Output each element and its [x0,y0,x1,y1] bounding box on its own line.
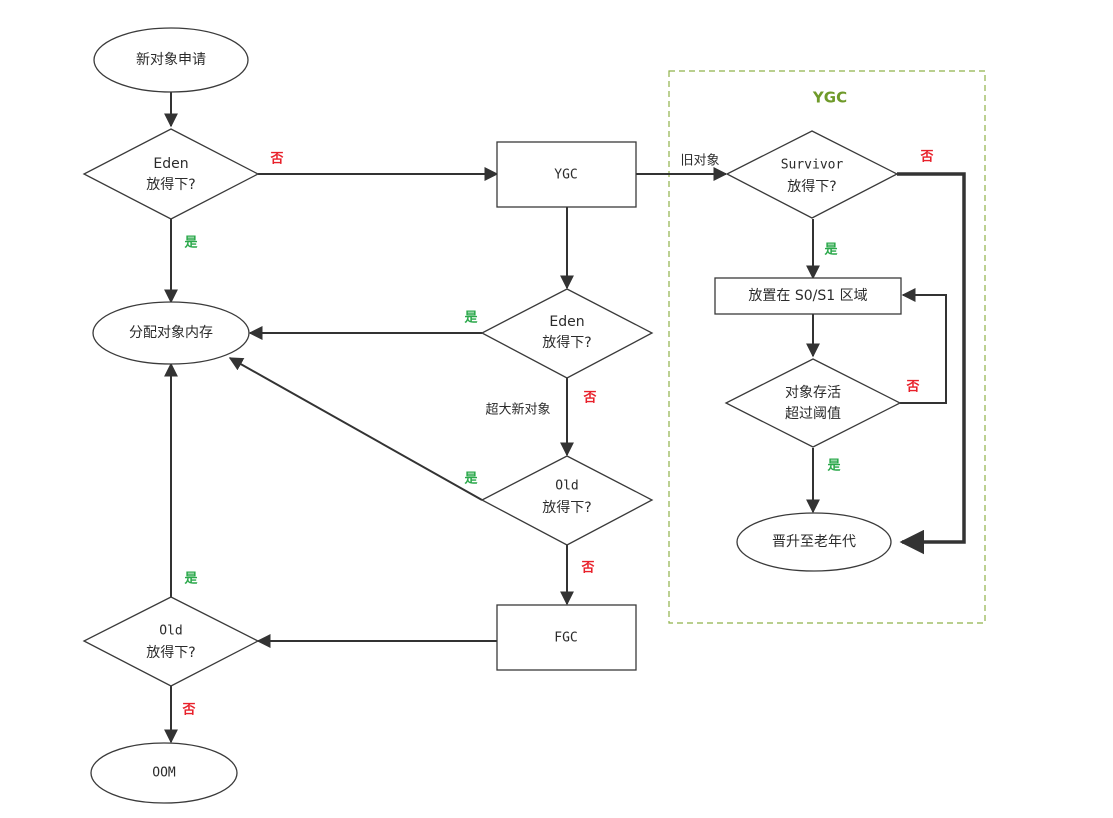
label-old2-no: 否 [181,703,195,718]
label-threshold-no: 否 [905,380,919,395]
node-old-fits-1: Old 放得下? [480,455,654,546]
label-threshold-yes: 是 [826,459,841,474]
label-old1-yes: 是 [463,472,478,487]
edge-survivor-no-to-promote [897,172,966,555]
node-place-s0-s1: 放置在 S0/S1 区域 [714,277,902,315]
node-label: 超过阈值 [785,406,841,422]
node-label: Old [159,624,182,639]
edge-threshold-no-to-s0s1 [900,288,947,404]
node-fgc: FGC [496,604,637,671]
terminal-shape [90,742,238,804]
node-label: 对象存活 [785,385,841,401]
node-label: 放得下? [542,499,591,516]
label-eden1-yes: 是 [183,236,198,251]
edge-old1-yes-to-alloc [228,357,483,501]
node-label: 放得下? [146,176,195,193]
ygc-group-title: YGC [812,89,847,107]
node-label: FGC [554,631,577,646]
node-label: Old [555,479,578,494]
node-survive-threshold: 对象存活 超过阈值 [724,358,902,448]
node-label: 放得下? [787,178,836,195]
decision-shape [480,455,654,546]
node-label: YGC [554,168,577,183]
decision-shape [724,358,902,448]
node-oom: OOM [90,742,238,804]
label-survivor-yes: 是 [823,243,838,258]
label-survivor-no: 否 [919,150,933,165]
label-old-object: 旧对象 [680,154,719,169]
node-label: Eden [549,314,584,330]
node-label: 晋升至老年代 [772,534,856,550]
terminal-shape [736,512,892,572]
node-promote-old-gen: 晋升至老年代 [736,512,892,572]
decision-shape [725,130,899,219]
node-allocate-memory: 分配对象内存 [92,301,250,365]
node-label: 放得下? [146,644,195,661]
node-new-object-request: 新对象申请 [93,27,249,93]
process-shape [714,277,902,315]
node-ygc: YGC [496,141,637,208]
label-eden2-yes: 是 [463,311,478,326]
node-eden-fits-1: Eden 放得下? [82,128,260,220]
terminal-shape [93,27,249,93]
terminal-shape [92,301,250,365]
process-shape [496,604,637,671]
decision-shape [82,128,260,220]
node-label: Survivor [781,158,844,173]
decision-shape [82,596,260,687]
label-huge-object: 超大新对象 [485,402,550,418]
node-label: 放置在 S0/S1 区域 [748,288,867,304]
node-label: 放得下? [542,334,591,351]
label-old2-yes: 是 [183,572,198,587]
decision-shape [480,288,654,379]
node-old-fits-2: Old 放得下? [82,596,260,687]
node-label: 分配对象内存 [129,325,213,341]
process-shape [496,141,637,208]
node-label: OOM [152,766,176,781]
label-eden2-no: 否 [582,391,596,406]
node-eden-fits-2: Eden 放得下? [480,288,654,379]
node-survivor-fits: Survivor 放得下? [725,130,899,219]
ygc-group-box [668,70,986,624]
label-old1-no: 否 [580,561,594,576]
node-label: 新对象申请 [136,52,206,68]
label-eden1-no: 否 [269,152,283,167]
node-label: Eden [153,156,188,172]
